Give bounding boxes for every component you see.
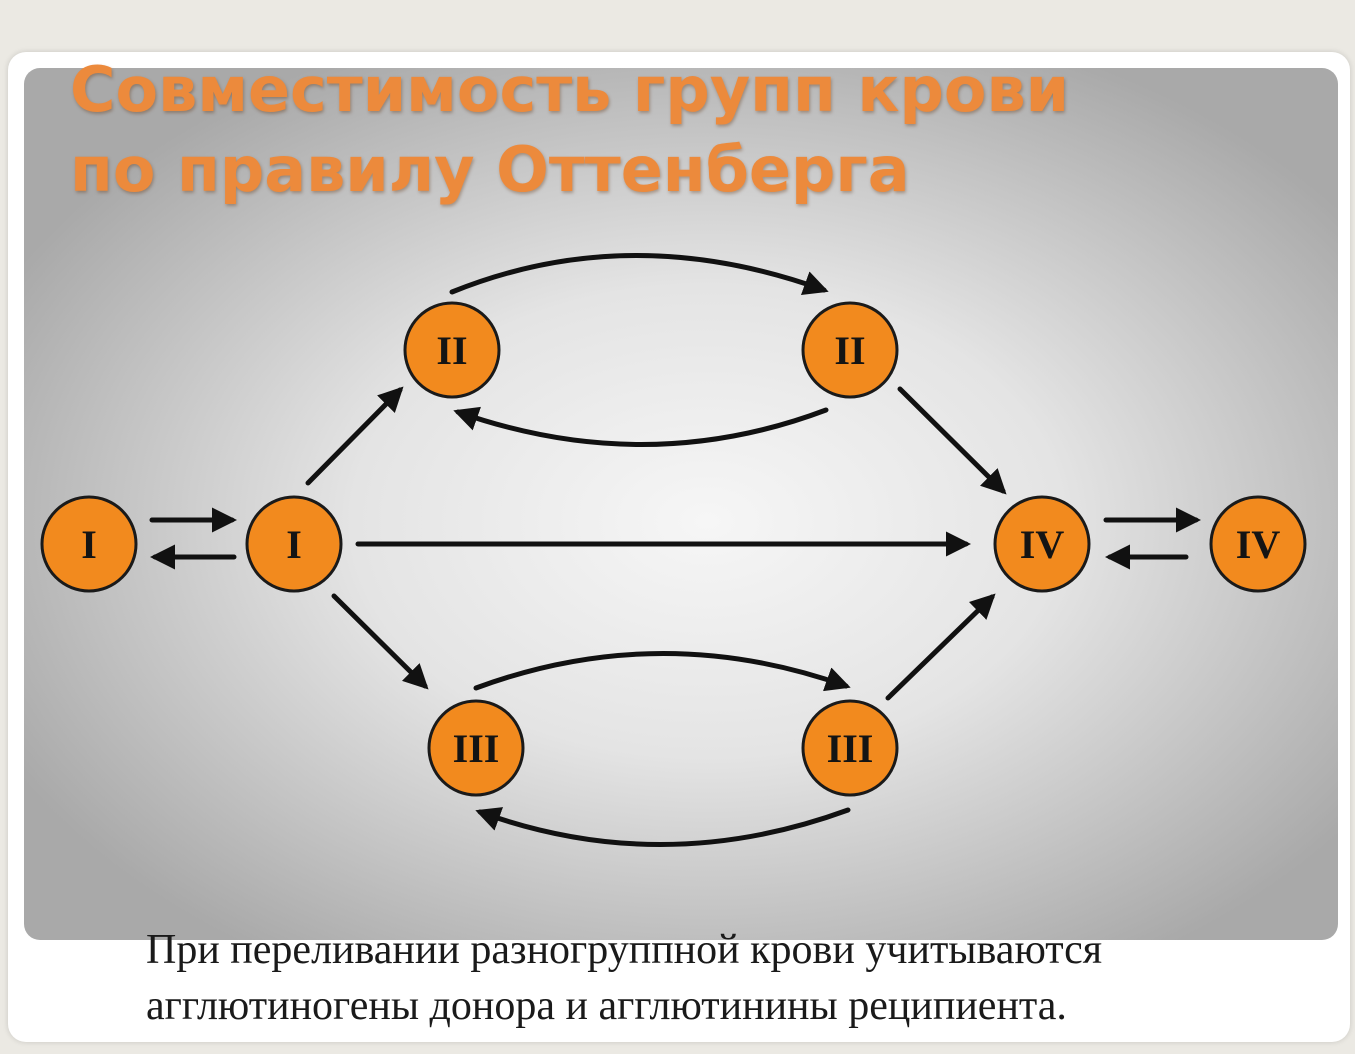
node-II_a: II: [403, 301, 501, 399]
edge-III_b-III_a: [475, 807, 851, 847]
node-label: II: [834, 328, 865, 373]
edge-I_b-III_a: [331, 593, 429, 690]
diagram-panel: [24, 68, 1338, 940]
edge-III_a-III_b: [473, 651, 851, 692]
node-label: I: [286, 522, 302, 567]
caption-line-2: агглютиногены донора и агглютинины рецип…: [146, 983, 1067, 1029]
caption-line-1: При переливании разногруппной крови учит…: [146, 927, 1103, 973]
edge-II_b-IV_a: [897, 386, 1007, 495]
node-label: III: [453, 726, 500, 771]
edge-I_b-II_a: [305, 386, 404, 486]
node-I_b: I: [245, 495, 343, 593]
node-III_a: III: [427, 699, 525, 797]
node-label: III: [827, 726, 874, 771]
node-label: IV: [1020, 522, 1065, 567]
node-IV_b: IV: [1209, 495, 1307, 593]
slide-title: Совместимость групп крови по правилу Отт…: [70, 50, 1270, 210]
title-line-2: по правилу Оттенберга: [70, 133, 910, 206]
slide-caption: При переливании разногруппной крови учит…: [146, 922, 1326, 1034]
node-I_a: I: [40, 495, 138, 593]
title-line-1: Совместимость групп крови: [70, 53, 1070, 126]
node-III_b: III: [801, 699, 899, 797]
edge-II_a-II_b: [449, 253, 829, 295]
node-IV_a: IV: [993, 495, 1091, 593]
node-label: II: [436, 328, 467, 373]
node-label: IV: [1236, 522, 1281, 567]
edge-II_b-II_a: [453, 406, 829, 447]
edge-III_b-IV_a: [885, 593, 996, 701]
node-II_b: II: [801, 301, 899, 399]
node-label: I: [81, 522, 97, 567]
